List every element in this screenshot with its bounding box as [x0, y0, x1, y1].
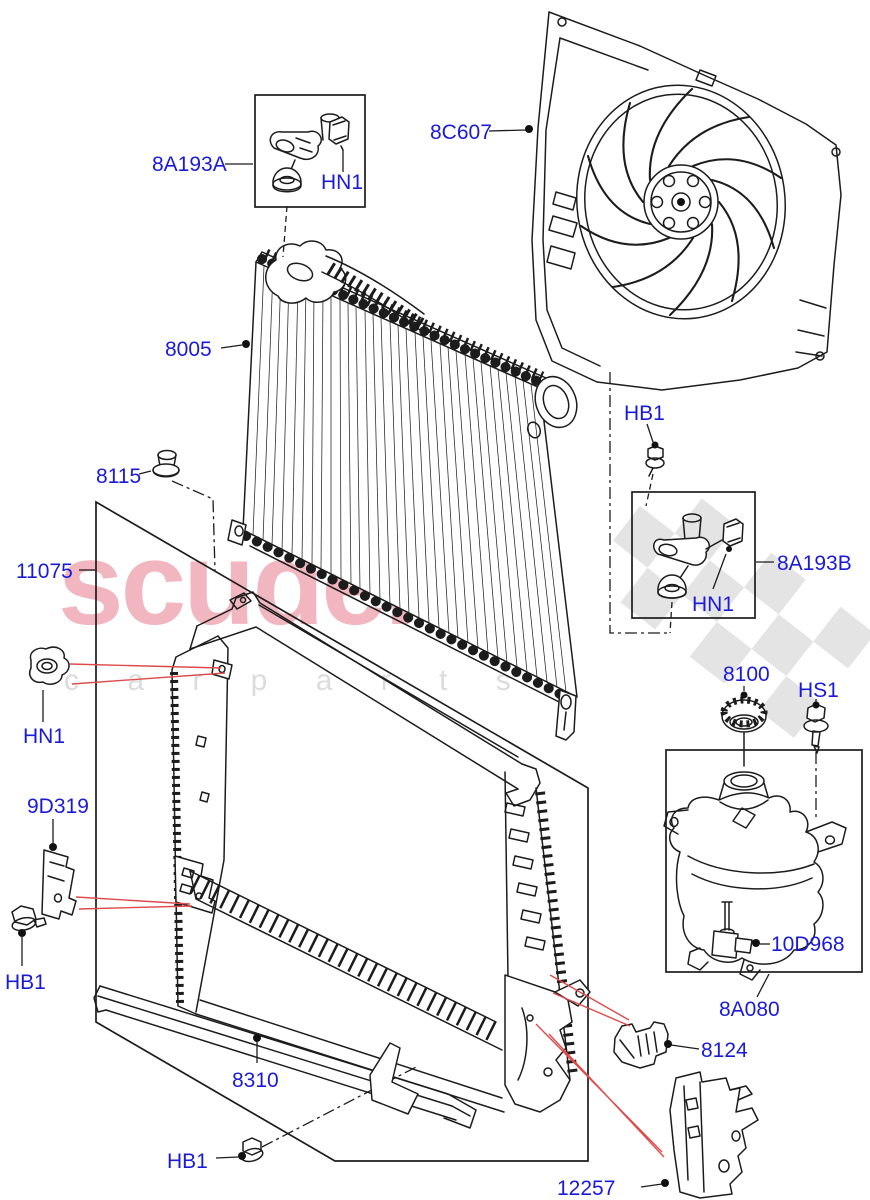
label-hb1-left[interactable]: HB1: [5, 971, 46, 994]
label-8c607[interactable]: 8C607: [430, 121, 492, 144]
label-11075[interactable]: 11075: [16, 560, 73, 583]
label-8a080[interactable]: 8A080: [719, 998, 780, 1021]
detail-box-8a193a: [254, 94, 366, 208]
shroud-drawing: [170, 591, 591, 1113]
part-number-labels: 8A193A HN1 8C607 8005 8115 11075 HN1 9D3…: [5, 121, 852, 1200]
detail-box-8a193b: [631, 491, 756, 619]
label-12257[interactable]: 12257: [557, 1177, 615, 1200]
sensor-10d968-drawing: [711, 901, 753, 959]
fan-blades: [579, 87, 783, 317]
label-8124[interactable]: 8124: [701, 1039, 748, 1062]
fixing-hb1-left: [11, 905, 47, 932]
expansion-tank-box: [663, 749, 863, 981]
fixing-9d319: [41, 849, 77, 920]
assembly-line-8a193a: [282, 205, 288, 258]
label-hs1[interactable]: HS1: [798, 679, 839, 702]
assembly-box-11075: [95, 500, 589, 1162]
fan-assembly-drawing: [531, 11, 842, 391]
assembly-line-8115: [171, 480, 216, 572]
red-location-leaders: [69, 663, 665, 1158]
watermark-tagline-text: c a r p a r t s: [64, 664, 531, 697]
assembly-line-radiator-right: [609, 372, 668, 634]
radiator-drawing: [227, 240, 578, 741]
assembly-line-hb1-right: [645, 473, 654, 507]
label-leaders: [18, 125, 820, 1188]
label-hn1-top[interactable]: HN1: [321, 171, 363, 194]
fixing-hn1-left: [29, 646, 70, 685]
label-hb1-bottom[interactable]: HB1: [167, 1150, 208, 1173]
label-10d968[interactable]: 10D968: [771, 933, 845, 956]
label-8a193a[interactable]: 8A193A: [152, 153, 227, 176]
bracket-12257-drawing: [669, 1071, 759, 1199]
bracket-8124-drawing: [613, 1021, 669, 1069]
label-hn1-left[interactable]: HN1: [23, 725, 65, 748]
label-8005[interactable]: 8005: [165, 338, 212, 361]
label-8a193b[interactable]: 8A193B: [777, 552, 852, 575]
label-8115[interactable]: 8115: [96, 465, 141, 488]
fixing-hs1: [803, 703, 829, 754]
fixing-hb1-right: [645, 445, 665, 477]
label-8310[interactable]: 8310: [232, 1069, 279, 1092]
fixing-hb1-bottom: [240, 1137, 264, 1163]
fixing-8115: [152, 449, 180, 478]
fixing-8100-cap: [720, 696, 768, 767]
label-hb1-right[interactable]: HB1: [624, 402, 665, 425]
label-9d319[interactable]: 9D319: [27, 795, 89, 818]
deflector-8310-drawing: [93, 985, 477, 1129]
label-hn1-right[interactable]: HN1: [692, 593, 734, 616]
label-8100[interactable]: 8100: [723, 663, 770, 686]
